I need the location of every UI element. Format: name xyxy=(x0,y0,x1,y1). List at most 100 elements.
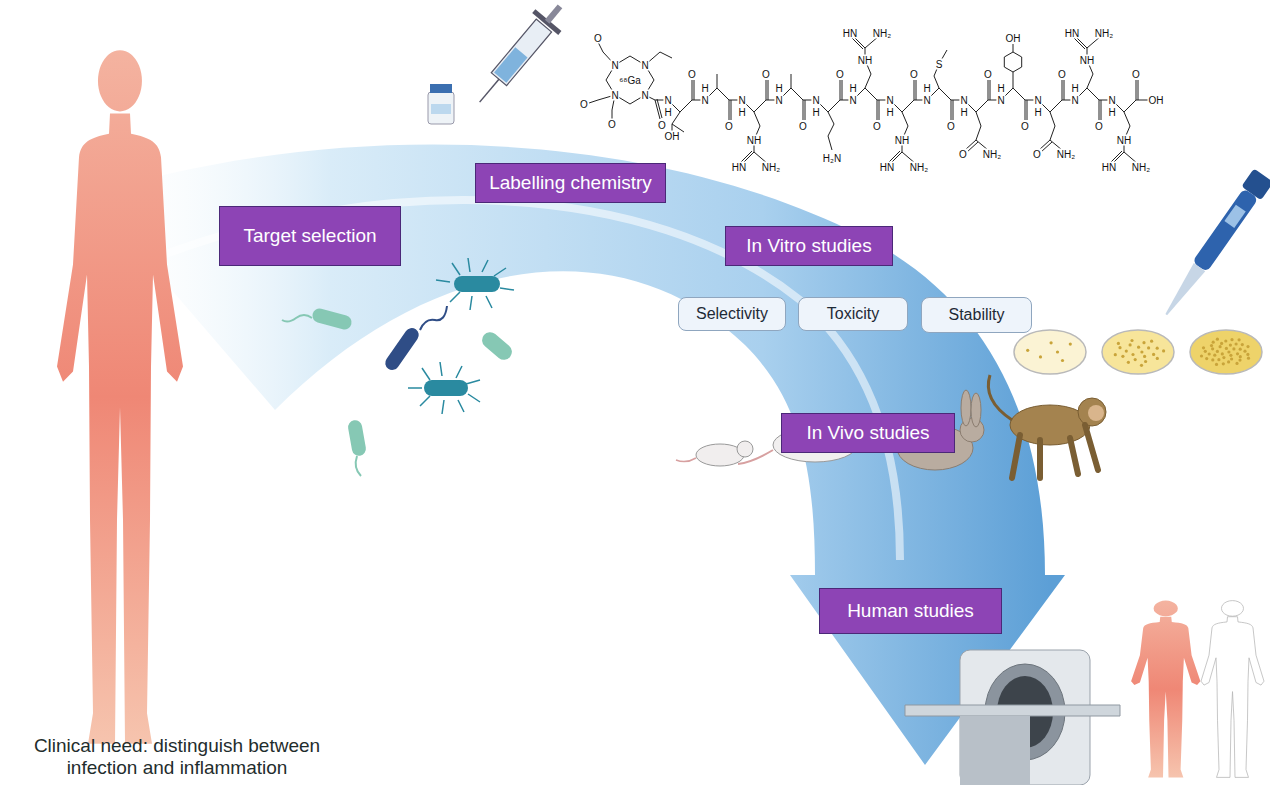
petri-dishes-part-part xyxy=(1235,342,1238,345)
atom-label: H xyxy=(885,107,894,118)
petri-dishes-part-part xyxy=(1204,350,1207,353)
stage-box: In Vivo studies xyxy=(781,413,955,453)
atom-label: NH xyxy=(1079,55,1095,66)
stage-label: Selectivity xyxy=(696,305,768,323)
atom-label: NH₂ xyxy=(1094,28,1114,39)
pipette-part xyxy=(1192,188,1258,272)
chemical-structure-part xyxy=(657,99,662,118)
petri-dishes-part-part xyxy=(1216,350,1219,353)
atom-label: N xyxy=(610,90,619,101)
atom-label: H xyxy=(996,83,1005,94)
property-box: Selectivity xyxy=(678,297,786,331)
petri-dishes-part-part xyxy=(1152,353,1155,356)
atom-label: H xyxy=(959,107,968,118)
chemical-structure-part xyxy=(754,100,766,112)
bacteria-part xyxy=(479,329,515,363)
atom-label: H xyxy=(922,83,931,94)
petri-dishes-part xyxy=(1190,330,1262,374)
chemical-structure-part xyxy=(1124,100,1136,112)
petri-dishes-part-part xyxy=(1026,349,1029,352)
petri-dishes-part-part xyxy=(1121,355,1124,358)
petri-dishes-part-part xyxy=(1235,362,1238,365)
petri-dishes-part xyxy=(1102,330,1174,374)
petri-dishes-part-part xyxy=(1137,346,1140,349)
petri-dishes-part-part xyxy=(1205,357,1208,360)
chemical-structure-part xyxy=(768,80,769,100)
animal-models-part xyxy=(971,393,981,427)
syringe-and-vial xyxy=(428,0,573,124)
chemical-structure-part xyxy=(1062,80,1063,100)
petri-dishes-part-part xyxy=(1056,350,1059,353)
atom-label: N xyxy=(737,95,746,106)
syringe-and-vial-part-part xyxy=(494,47,527,83)
atom-label: O xyxy=(958,149,968,160)
chemical-structure-part xyxy=(1013,67,1022,72)
petri-dishes-part-part xyxy=(1236,352,1239,355)
chemical-structure-part xyxy=(1138,80,1139,100)
petri-dishes-part-part xyxy=(1217,358,1220,361)
stage-label: Labelling chemistry xyxy=(489,172,652,194)
chemical-structure-part xyxy=(865,88,877,100)
syringe-and-vial-part xyxy=(431,104,451,114)
atom-label: HN xyxy=(842,28,858,39)
atom-label: NH₂ xyxy=(761,162,781,173)
stage-box: Human studies xyxy=(819,588,1002,634)
patient-figure xyxy=(57,50,183,744)
petri-dishes-part-part xyxy=(1241,343,1244,346)
atom-label: NH xyxy=(894,135,910,146)
animal-models-part xyxy=(1088,405,1104,421)
petri-dishes-part-part xyxy=(1239,348,1242,351)
property-box: Stability xyxy=(921,297,1032,333)
chemical-structure-part xyxy=(729,100,730,120)
petri-dishes-part-part xyxy=(1130,339,1133,342)
petri-dishes-part-part xyxy=(1211,358,1214,361)
animal-models-part xyxy=(988,375,1012,420)
atom-label: O xyxy=(657,120,667,131)
chemical-structure-part xyxy=(803,100,804,120)
atom-label: H xyxy=(811,107,820,118)
chemical-structure-part xyxy=(680,100,692,112)
atom-label: NH xyxy=(857,55,873,66)
chemical-structure-part xyxy=(976,112,981,126)
human-figures-part xyxy=(1201,601,1264,778)
petri-dishes-part-part xyxy=(1222,356,1225,359)
atom-label: O xyxy=(798,121,808,132)
property-box: Toxicity xyxy=(798,297,908,331)
chemical-structure-part xyxy=(990,80,991,100)
petri-dishes-part-part xyxy=(1147,346,1150,349)
atom-label: NH xyxy=(1116,135,1132,146)
bacteria-part-part xyxy=(436,258,514,310)
stage-label: Stability xyxy=(948,306,1004,324)
atom-label: N xyxy=(774,95,783,106)
petri-dishes-part-part xyxy=(1131,353,1134,356)
atom-label: O xyxy=(687,69,697,80)
petri-dishes-part-part xyxy=(1144,360,1147,363)
chemical-structure-part xyxy=(692,80,693,100)
chemical-structure-part xyxy=(1025,100,1026,120)
petri-dishes-part-part xyxy=(1243,350,1246,353)
petri-dishes-part-part xyxy=(1246,353,1249,356)
petri-dishes-part-part xyxy=(1069,343,1072,346)
petri-dishes-part-part xyxy=(1150,340,1153,343)
atom-label: H xyxy=(1033,107,1042,118)
chemical-structure-part xyxy=(1013,52,1022,57)
atom-label: O xyxy=(946,121,956,132)
pipette-part xyxy=(1224,205,1245,228)
clinical-need-caption: Clinical need: distinguish between infec… xyxy=(12,735,342,779)
chemical-structure-part xyxy=(879,100,880,120)
petri-dishes-part-part xyxy=(1225,347,1228,350)
chemical-structure-part xyxy=(842,80,843,100)
chemical-structure-part xyxy=(1050,126,1055,140)
petri-dishes-part-part xyxy=(1117,342,1120,345)
bacteria-part xyxy=(408,258,514,414)
chemical-structure-part xyxy=(754,112,760,126)
chemical-structure-part xyxy=(1073,37,1085,49)
petri-dishes-part-part xyxy=(1208,352,1211,355)
atom-label: ⁶⁸Ga xyxy=(618,75,642,86)
pet-scanner-part xyxy=(905,705,1120,716)
atom-label: NH₂ xyxy=(1131,162,1151,173)
chemical-structure-part xyxy=(791,74,792,88)
petri-dishes-part-part xyxy=(1221,352,1224,355)
bacteria-part xyxy=(424,380,468,396)
bacteria-part xyxy=(383,325,422,372)
